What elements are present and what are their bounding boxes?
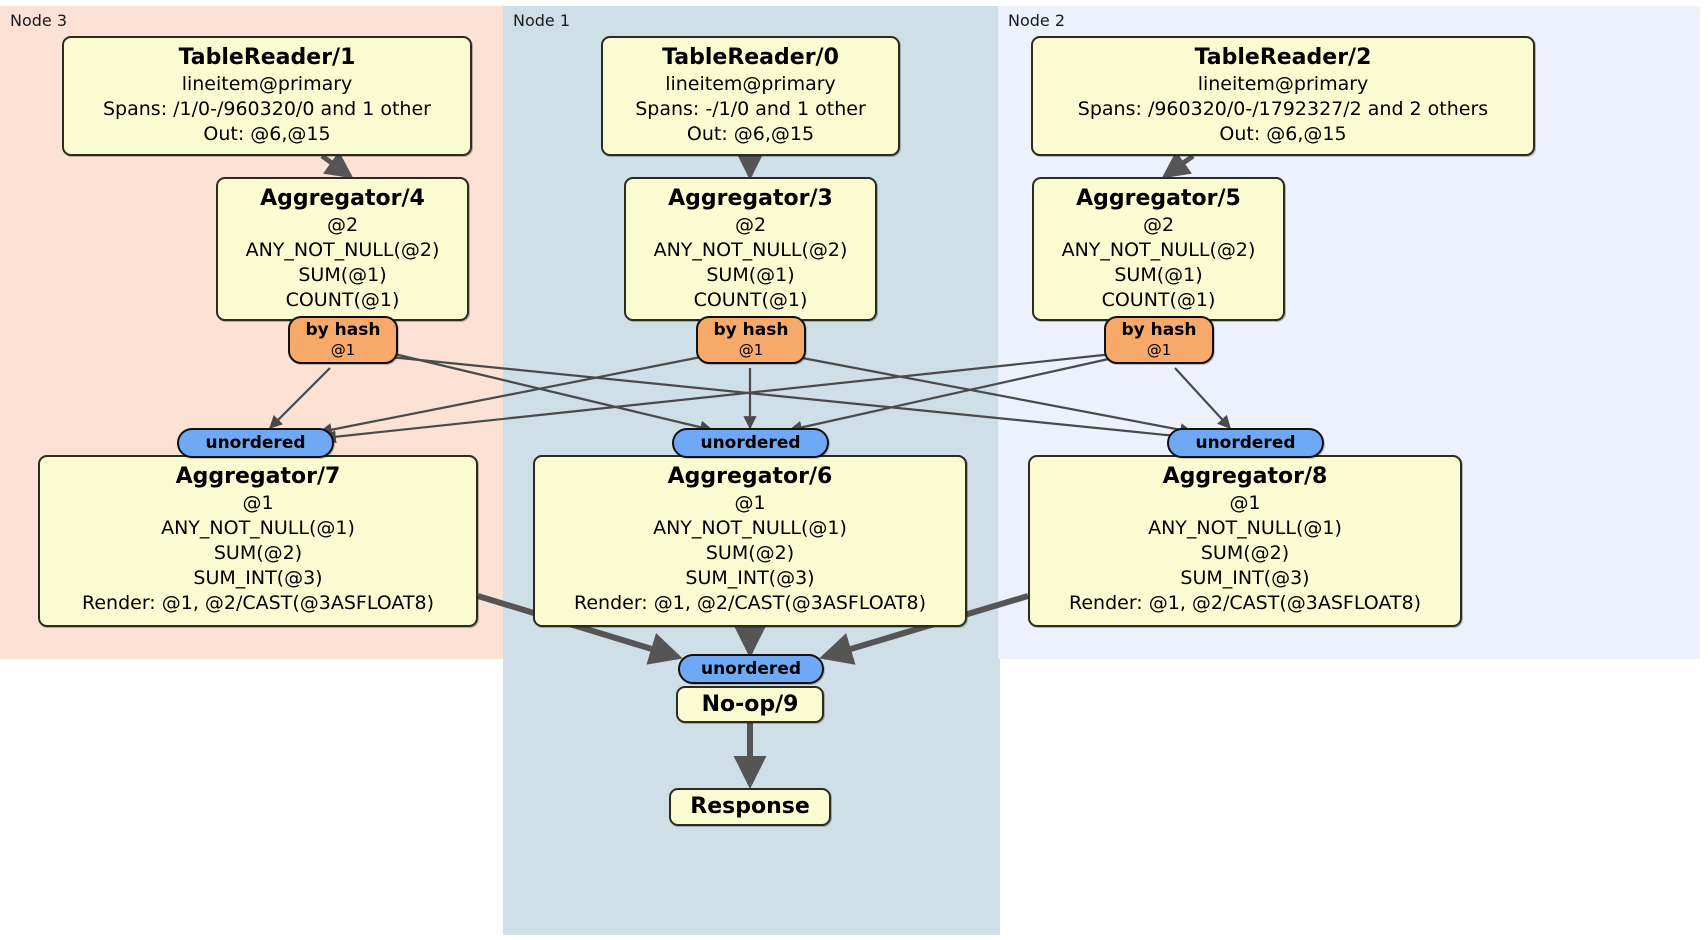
processor-aggregator-4[interactable]: Aggregator/4 @2 ANY_NOT_NULL(@2) SUM(@1)… xyxy=(216,177,469,321)
router-sublabel: @1 xyxy=(330,341,356,359)
processor-line: @1 xyxy=(242,492,274,514)
processor-line: lineitem@primary xyxy=(665,73,836,95)
processor-line: Render: @1, @2/CAST(@3ASFLOAT8) xyxy=(1069,592,1421,614)
processor-line: ANY_NOT_NULL(@1) xyxy=(1148,517,1342,539)
router-unordered-aggregator-7[interactable]: unordered xyxy=(177,428,334,458)
processor-title: TableReader/1 xyxy=(178,45,356,70)
router-label: by hash xyxy=(713,320,789,340)
processor-tablereader-1[interactable]: TableReader/1 lineitem@primary Spans: /1… xyxy=(62,36,472,156)
processor-line: SUM(@2) xyxy=(705,542,795,564)
processor-aggregator-8[interactable]: Aggregator/8 @1 ANY_NOT_NULL(@1) SUM(@2)… xyxy=(1028,455,1462,627)
processor-line: COUNT(@1) xyxy=(285,289,400,311)
processor-line: lineitem@primary xyxy=(181,73,353,95)
processor-line: SUM(@2) xyxy=(213,542,303,564)
processor-line: Out: @6,@15 xyxy=(686,123,815,145)
processor-line: SUM(@2) xyxy=(1200,542,1290,564)
processor-line: @2 xyxy=(1142,214,1175,236)
processor-title: No-op/9 xyxy=(701,692,799,717)
processor-line: SUM_INT(@3) xyxy=(193,567,323,589)
processor-tablereader-0[interactable]: TableReader/0 lineitem@primary Spans: -/… xyxy=(601,36,900,156)
processor-title: Aggregator/7 xyxy=(175,464,341,489)
processor-title: Aggregator/4 xyxy=(260,186,425,211)
processor-aggregator-7[interactable]: Aggregator/7 @1 ANY_NOT_NULL(@1) SUM(@2)… xyxy=(38,455,478,627)
router-by-hash-aggregator-3[interactable]: by hash @1 xyxy=(696,316,806,364)
processor-line: @1 xyxy=(734,492,766,514)
processor-line: Spans: /1/0-/960320/0 and 1 other xyxy=(103,98,431,120)
processor-response[interactable]: Response xyxy=(669,788,831,826)
processor-line: SUM(@1) xyxy=(1114,264,1203,286)
processor-line: @1 xyxy=(1229,492,1261,514)
router-unordered-aggregator-8[interactable]: unordered xyxy=(1167,428,1324,458)
processor-title: Aggregator/3 xyxy=(668,186,833,211)
router-unordered-aggregator-6[interactable]: unordered xyxy=(672,428,829,458)
processor-title: TableReader/0 xyxy=(662,45,839,70)
router-by-hash-aggregator-5[interactable]: by hash @1 xyxy=(1104,316,1214,364)
router-label: by hash xyxy=(305,320,381,340)
processor-noop-9[interactable]: No-op/9 xyxy=(676,686,824,723)
processor-title: Response xyxy=(690,794,810,819)
processor-line: Spans: -/1/0 and 1 other xyxy=(635,98,866,120)
processor-line: ANY_NOT_NULL(@1) xyxy=(161,517,355,539)
processor-line: ANY_NOT_NULL(@2) xyxy=(653,239,848,261)
region-label-node-1: Node 1 xyxy=(513,11,571,30)
processor-line: @2 xyxy=(326,214,359,236)
processor-line: ANY_NOT_NULL(@2) xyxy=(1061,239,1256,261)
processor-line: SUM_INT(@3) xyxy=(1180,567,1310,589)
processor-aggregator-3[interactable]: Aggregator/3 @2 ANY_NOT_NULL(@2) SUM(@1)… xyxy=(624,177,877,321)
processor-line: Out: @6,@15 xyxy=(203,123,331,145)
processor-aggregator-6[interactable]: Aggregator/6 @1 ANY_NOT_NULL(@1) SUM(@2)… xyxy=(533,455,967,627)
processor-line: lineitem@primary xyxy=(1197,73,1369,95)
processor-aggregator-5[interactable]: Aggregator/5 @2 ANY_NOT_NULL(@2) SUM(@1)… xyxy=(1032,177,1285,321)
processor-line: Out: @6,@15 xyxy=(1219,123,1347,145)
processor-title: Aggregator/5 xyxy=(1076,186,1241,211)
router-sublabel: @1 xyxy=(1146,341,1172,359)
processor-title: TableReader/2 xyxy=(1194,45,1372,70)
processor-line: SUM_INT(@3) xyxy=(685,567,815,589)
processor-line: ANY_NOT_NULL(@2) xyxy=(245,239,440,261)
processor-tablereader-2[interactable]: TableReader/2 lineitem@primary Spans: /9… xyxy=(1031,36,1535,156)
processor-line: ANY_NOT_NULL(@1) xyxy=(653,517,847,539)
processor-line: COUNT(@1) xyxy=(693,289,808,311)
processor-title: Aggregator/8 xyxy=(1162,464,1328,489)
region-label-node-2: Node 2 xyxy=(1008,11,1066,30)
processor-line: Render: @1, @2/CAST(@3ASFLOAT8) xyxy=(574,592,926,614)
processor-line: Spans: /960320/0-/1792327/2 and 2 others xyxy=(1077,98,1489,120)
router-by-hash-aggregator-4[interactable]: by hash @1 xyxy=(288,316,398,364)
router-sublabel: @1 xyxy=(738,341,764,359)
region-label-node-3: Node 3 xyxy=(10,11,68,30)
router-unordered-noop-9[interactable]: unordered xyxy=(678,654,824,684)
processor-line: Render: @1, @2/CAST(@3ASFLOAT8) xyxy=(82,592,434,614)
router-label: by hash xyxy=(1121,320,1197,340)
processor-line: @2 xyxy=(734,214,767,236)
processor-title: Aggregator/6 xyxy=(667,464,833,489)
processor-line: SUM(@1) xyxy=(706,264,795,286)
processor-line: SUM(@1) xyxy=(298,264,387,286)
processor-line: COUNT(@1) xyxy=(1101,289,1216,311)
